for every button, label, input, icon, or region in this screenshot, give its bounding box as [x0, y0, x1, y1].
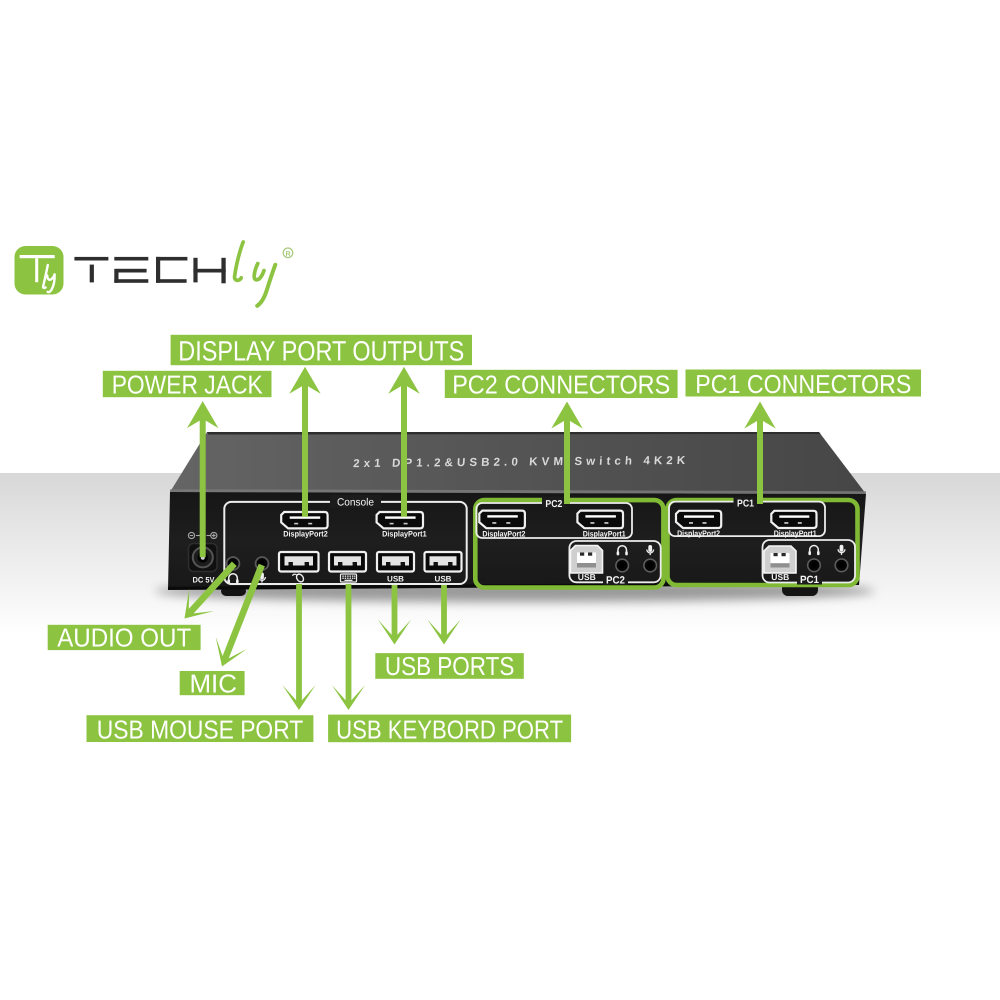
- svg-text:DisplayPort2: DisplayPort2: [482, 529, 525, 538]
- svg-text:POWER JACK: POWER JACK: [112, 370, 264, 400]
- svg-text:PC2 CONNECTORS: PC2 CONNECTORS: [452, 370, 670, 400]
- svg-text:AUDIO OUT: AUDIO OUT: [57, 623, 191, 653]
- svg-text:DC 5V: DC 5V: [193, 576, 216, 585]
- svg-text:USB PORTS: USB PORTS: [385, 651, 515, 681]
- svg-text:DisplayPort1: DisplayPort1: [774, 529, 817, 538]
- svg-text:USB KEYBORD PORT: USB KEYBORD PORT: [336, 715, 563, 745]
- svg-text:PC1: PC1: [800, 574, 819, 586]
- svg-text:USB: USB: [387, 575, 404, 584]
- svg-text:USB: USB: [578, 572, 596, 582]
- svg-text:PC2: PC2: [606, 575, 625, 587]
- svg-text:PC2: PC2: [545, 499, 562, 510]
- svg-text:USB MOUSE PORT: USB MOUSE PORT: [97, 714, 304, 744]
- svg-text:DISPLAY PORT OUTPUTS: DISPLAY PORT OUTPUTS: [178, 336, 464, 367]
- svg-text:DisplayPort2: DisplayPort2: [283, 530, 328, 539]
- svg-text:DisplayPort1: DisplayPort1: [583, 529, 626, 538]
- svg-text:PC1 CONNECTORS: PC1 CONNECTORS: [695, 369, 911, 399]
- svg-text:DisplayPort1: DisplayPort1: [382, 530, 427, 539]
- svg-text:Console: Console: [337, 497, 374, 509]
- svg-text:MIC: MIC: [189, 669, 237, 699]
- svg-text:DisplayPort2: DisplayPort2: [677, 529, 720, 538]
- svg-text:USB: USB: [435, 575, 452, 584]
- svg-text:USB: USB: [771, 572, 789, 582]
- svg-text:PC1: PC1: [737, 499, 754, 510]
- svg-text:R: R: [285, 251, 290, 258]
